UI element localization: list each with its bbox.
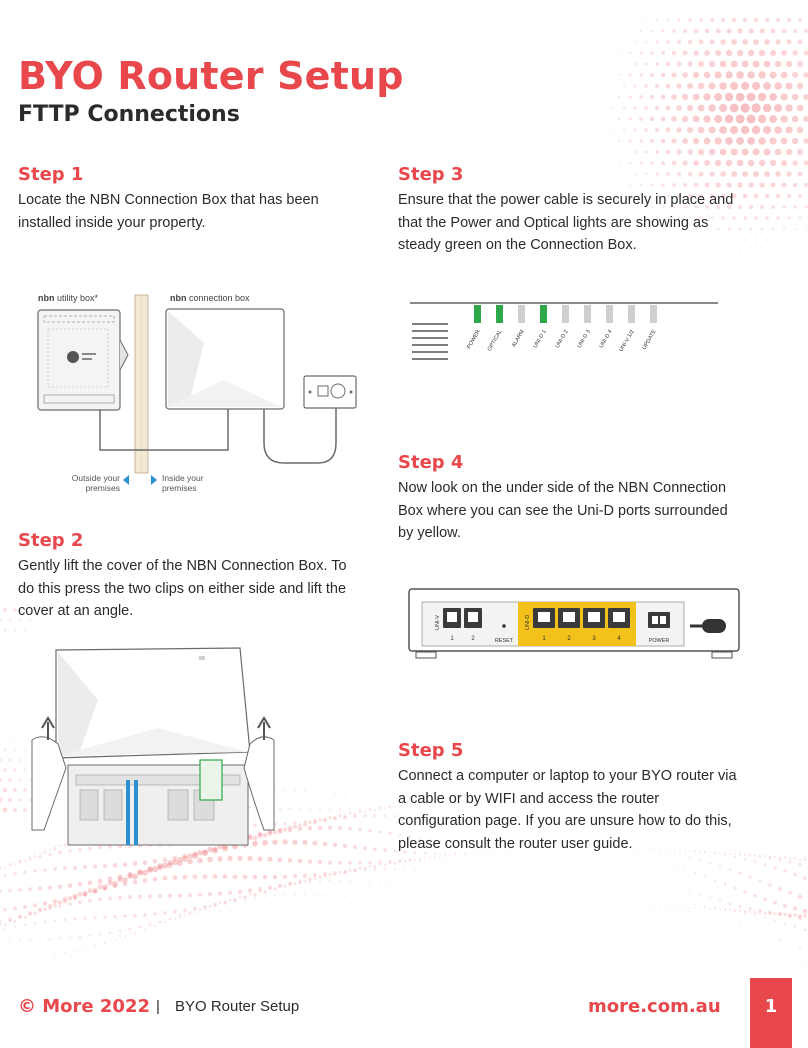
footer-document-name: BYO Router Setup (175, 998, 300, 1015)
footer-website-link[interactable]: more.com.au (588, 996, 721, 1017)
step-5-text: Connect a computer or laptop to your BYO… (398, 768, 737, 852)
svg-text:UNI-V: UNI-V (435, 615, 441, 630)
page-subtitle: FTTP Connections (18, 102, 240, 127)
led-1-label: POWER (466, 329, 482, 350)
page-title: BYO Router Setup (18, 54, 404, 98)
led-5-indicator (562, 305, 569, 323)
led-9-label: UPDATE (642, 329, 658, 351)
led-8-label: UNI-V 1/2 (618, 329, 635, 353)
step-4: Step 4 Now look on the under side of the… (398, 452, 743, 545)
utility-box-label: nbn utility box* (38, 293, 99, 303)
step-2-text: Gently lift the cover of the NBN Connect… (18, 558, 347, 619)
lift-arrow-right-icon (257, 716, 271, 740)
connection-box-base-icon (67, 759, 249, 846)
led-3-label: ALARM (511, 329, 526, 349)
vent-lines-icon (412, 323, 448, 360)
svg-text:POWER: POWER (649, 638, 670, 644)
step-5: Step 5 Connect a computer or laptop to y… (398, 740, 743, 855)
utility-box-icon (37, 309, 129, 411)
led-indicator-panel: POWER OPTICAL ALARM UNI-D 1 UNI-D 2 UNI-D 3 UN… (410, 302, 718, 360)
step-1-heading: Step 1 (18, 164, 84, 185)
page-number: 1 (764, 996, 778, 1017)
svg-text:UNI-D: UNI-D (525, 615, 531, 630)
step-4-text: Now look on the under side of the NBN Co… (398, 480, 728, 541)
led-2-label: OPTICAL (487, 329, 504, 352)
outside-premises-label: Outside your (72, 473, 120, 483)
led-1-indicator (474, 305, 481, 323)
step-5-heading: Step 5 (398, 740, 464, 761)
led-7-label: UNI-D 4 (599, 329, 614, 349)
inside-premises-label: Inside your (162, 473, 204, 483)
reset-button-icon (502, 624, 506, 628)
footer-copyright: © More 2022 (18, 996, 150, 1017)
led-6-label: UNI-D 3 (577, 329, 592, 349)
left-hand-icon (31, 736, 67, 831)
svg-text:3: 3 (592, 636, 596, 642)
step-2: Step 2 Gently lift the cover of the NBN … (18, 530, 363, 623)
footer-separator: | (156, 998, 160, 1015)
step-1-diagram: nbn utility box* nbn connection box Outs… (37, 293, 357, 493)
uni-d-ports: UNI-D 1 2 3 4 (518, 602, 636, 646)
led-8-indicator (628, 305, 635, 323)
led-4-indicator (540, 305, 547, 323)
page-number-tab: 1 (750, 978, 792, 1048)
step-1: Step 1 Locate the NBN Connection Box tha… (18, 164, 363, 234)
power-cable-plug-icon (702, 619, 726, 633)
svg-text:2: 2 (567, 636, 571, 642)
connection-box-cover-icon (55, 647, 251, 759)
step-2-diagram (31, 647, 275, 846)
led-5-label: UNI-D 2 (555, 329, 570, 349)
svg-text:2: 2 (471, 636, 475, 642)
svg-text:1: 1 (450, 636, 454, 642)
step-3: Step 3 Ensure that the power cable is se… (398, 164, 743, 257)
led-3-indicator (518, 305, 525, 323)
led-4-label: UNI-D 1 (533, 329, 548, 349)
led-6-indicator (584, 305, 591, 323)
svg-text:premises: premises (86, 483, 120, 493)
step-4-heading: Step 4 (398, 452, 464, 473)
svg-text:premises: premises (162, 483, 196, 493)
power-port-icon: POWER (648, 612, 670, 644)
step-4-ports-diagram: UNI-V 1 2 RESET UNI-D 1 2 3 4 POWER (408, 588, 740, 659)
step-3-heading: Step 3 (398, 164, 464, 185)
power-outlet-icon (303, 375, 357, 409)
lift-arrow-left-icon (41, 716, 55, 740)
svg-text:4: 4 (617, 636, 621, 642)
step-1-text: Locate the NBN Connection Box that has b… (18, 192, 319, 231)
led-9-indicator (650, 305, 657, 323)
reset-label: RESET (495, 638, 514, 644)
step-3-text: Ensure that the power cable is securely … (398, 192, 734, 253)
connection-box-label: nbn connection box (170, 293, 250, 303)
led-7-indicator (606, 305, 613, 323)
svg-text:1: 1 (542, 636, 546, 642)
led-2-indicator (496, 305, 503, 323)
connection-box-icon (165, 308, 285, 410)
step-2-heading: Step 2 (18, 530, 84, 551)
uni-v-ports: UNI-V 1 2 (435, 608, 482, 642)
